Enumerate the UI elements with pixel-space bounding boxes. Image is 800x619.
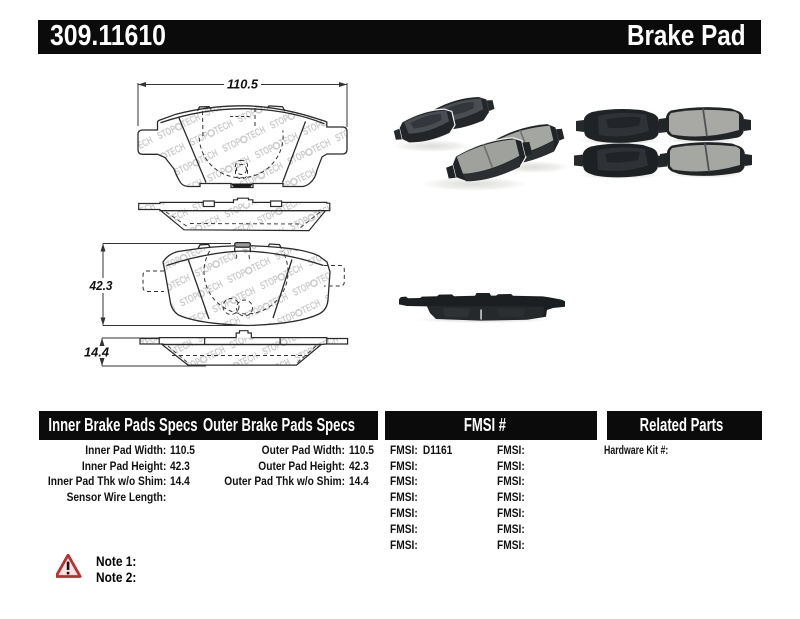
svg-text:110.5: 110.5 [227,77,259,92]
svg-text:14.4: 14.4 [84,345,110,360]
svg-text:42.3: 42.3 [89,278,114,293]
